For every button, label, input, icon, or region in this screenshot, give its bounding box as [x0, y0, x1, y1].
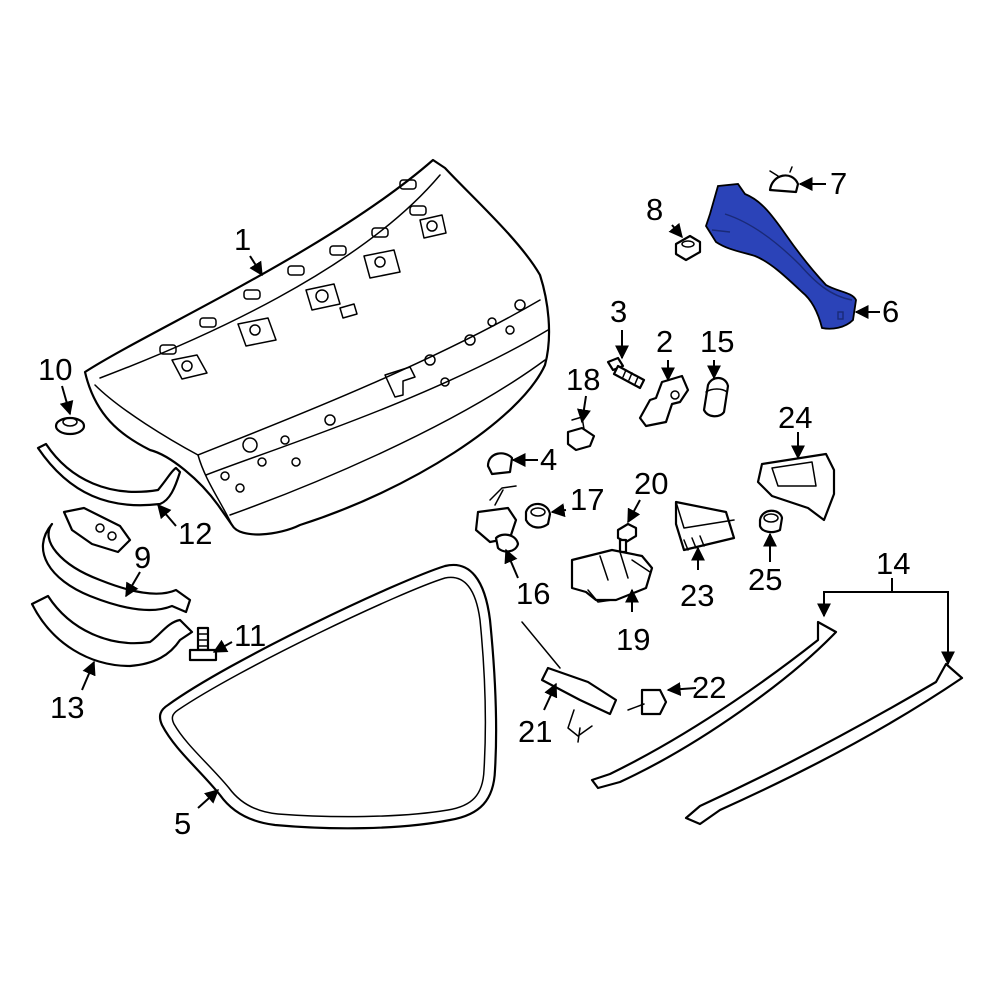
callout-9: 9 — [134, 540, 151, 575]
callout-13: 13 — [50, 690, 84, 725]
part-21-strut[interactable] — [521, 621, 618, 743]
callout-7: 7 — [830, 166, 847, 201]
part-3-bolt[interactable] — [606, 356, 646, 390]
part-18-clip[interactable] — [566, 416, 596, 452]
callout-1: 1 — [234, 222, 251, 257]
callout-10: 10 — [38, 352, 72, 387]
part-16-latch-sensor[interactable] — [474, 485, 520, 553]
part-25-grommet[interactable] — [758, 509, 784, 534]
callout-23: 23 — [680, 578, 714, 613]
callout-11: 11 — [234, 618, 266, 653]
part-19-latch[interactable] — [570, 548, 654, 603]
part-5-seal[interactable] — [158, 563, 498, 830]
part-12-weatherstrip[interactable] — [36, 442, 182, 507]
callout-12: 12 — [178, 516, 212, 551]
callout-24: 24 — [778, 400, 812, 435]
callout-3: 3 — [610, 294, 627, 329]
part-7-push-clip[interactable] — [768, 166, 800, 194]
callout-17: 17 — [570, 482, 604, 517]
callout-19: 19 — [616, 622, 650, 657]
callout-18: 18 — [566, 362, 600, 397]
callout-6: 6 — [882, 294, 899, 329]
callout-8: 8 — [646, 192, 663, 227]
part-15-bumper[interactable] — [702, 376, 730, 418]
part-8-nut[interactable] — [674, 234, 702, 262]
part-13-trim[interactable] — [30, 594, 194, 668]
callout-labels: 1 2 3 4 5 6 7 8 9 10 11 12 13 14 15 16 1… — [38, 166, 910, 841]
part-2-bracket[interactable] — [638, 374, 690, 428]
part-17-grommet[interactable] — [524, 502, 552, 529]
callout-22: 22 — [692, 670, 726, 705]
callout-4: 4 — [540, 442, 557, 477]
callout-5: 5 — [174, 806, 191, 841]
part-11-bolt[interactable] — [188, 626, 218, 662]
callout-16: 16 — [516, 576, 550, 611]
part-23-control-module[interactable] — [674, 500, 736, 552]
part-10-nut[interactable] — [54, 416, 86, 436]
leader-lines — [59, 177, 955, 809]
callout-15: 15 — [700, 324, 734, 359]
part-6-trunk-lid-hinge-cover[interactable] — [705, 183, 857, 330]
callout-2: 2 — [656, 324, 673, 359]
part-9-hinge[interactable] — [41, 506, 192, 614]
callout-14: 14 — [876, 546, 910, 581]
part-14-rods[interactable] — [590, 620, 964, 826]
part-24-trim-panel[interactable] — [756, 452, 836, 522]
part-1-trunk-lid[interactable] — [83, 158, 551, 536]
part-4-bumper[interactable] — [486, 452, 514, 476]
part-20-bolt[interactable] — [616, 522, 638, 554]
callout-21: 21 — [518, 714, 552, 749]
callout-20: 20 — [634, 466, 668, 501]
part-22-plug[interactable] — [627, 688, 668, 716]
callout-25: 25 — [748, 562, 782, 597]
